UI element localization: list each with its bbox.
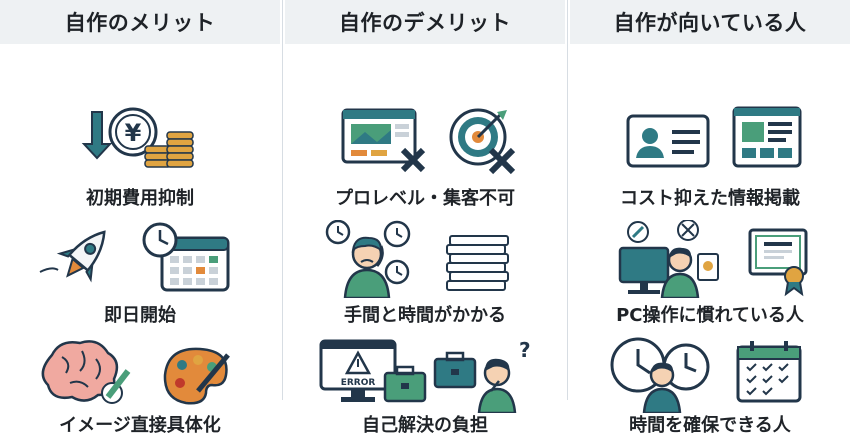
error-toolbox-person-icon: ERROR ? xyxy=(285,335,565,413)
brain-palette-icon xyxy=(0,335,280,413)
column-divider xyxy=(282,0,283,400)
column-merits: 自作のメリット ¥ 初期費用抑制 xyxy=(0,0,280,436)
item-label: 手間と時間がかかる xyxy=(344,305,506,326)
item-label: プロレベル・集客不可 xyxy=(335,188,515,209)
item-label: イメージ直接具体化 xyxy=(59,415,221,436)
column-demerits: 自作のデメリット xyxy=(285,0,565,436)
item-label: 初期費用抑制 xyxy=(86,188,194,209)
column-suitable-people: 自作が向いている人 コスト抑えた情報掲載 xyxy=(570,0,850,436)
item-label: PC操作に慣れている人 xyxy=(616,305,804,326)
item-label: 時間を確保できる人 xyxy=(629,415,791,436)
error-text: ERROR xyxy=(341,378,376,388)
yen-symbol: ¥ xyxy=(125,119,142,147)
item-label: 即日開始 xyxy=(104,305,176,326)
column-divider xyxy=(567,0,568,400)
id-card-webpage-icon xyxy=(570,102,850,180)
column-header: 自作のデメリット xyxy=(285,0,565,44)
column-title: 自作のデメリット xyxy=(339,11,511,35)
column-header: 自作が向いている人 xyxy=(570,0,850,44)
yen-coins-icon: ¥ xyxy=(0,102,280,180)
column-header: 自作のメリット xyxy=(0,0,280,44)
item-label: 自己解決の負担 xyxy=(362,415,488,436)
pc-user-certificate-icon xyxy=(570,220,850,298)
question-mark: ? xyxy=(519,338,531,362)
column-title: 自作のメリット xyxy=(64,11,216,35)
column-title: 自作が向いている人 xyxy=(613,11,807,35)
rocket-calendar-icon xyxy=(0,220,280,298)
website-target-x-icon xyxy=(285,102,565,180)
clock-person-calendar-icon xyxy=(570,335,850,413)
stressed-person-clocks-icon xyxy=(285,220,565,298)
item-label: コスト抑えた情報掲載 xyxy=(620,188,800,209)
